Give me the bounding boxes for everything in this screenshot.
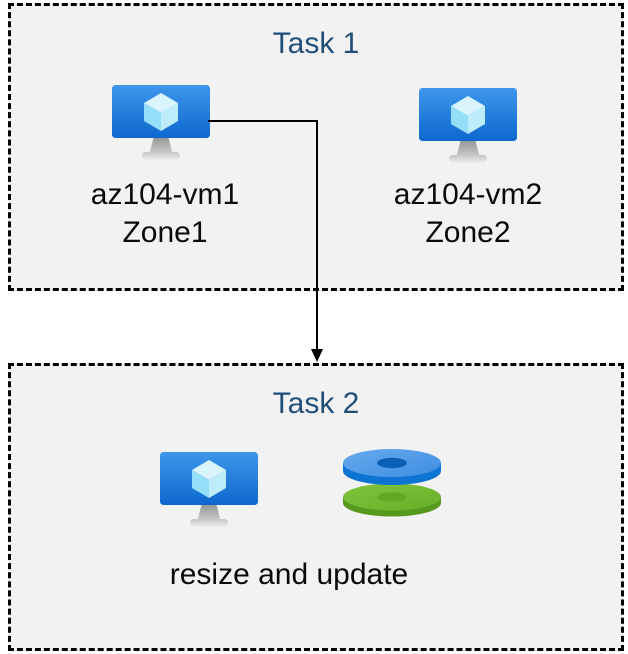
task2-caption: resize and update [169, 558, 409, 591]
vm2-label: az104-vm2 Zone2 [366, 176, 570, 252]
vm2-name: az104-vm2 [393, 178, 543, 211]
vm2-zone: Zone2 [425, 216, 511, 249]
vm1-zone: Zone1 [122, 216, 208, 249]
task1-group-box: Task 1 az104-vm1 Zone1 az104-vm2 Zone2 [8, 3, 624, 291]
virtual-machine-icon [112, 85, 210, 160]
task2-title: Task 2 [272, 387, 360, 420]
vm1-name: az104-vm1 [90, 178, 240, 211]
task2-group-box: Task 2 resize and update [8, 363, 624, 651]
virtual-machine-icon [419, 88, 517, 163]
task1-title: Task 1 [272, 27, 360, 60]
disks-icon [343, 449, 441, 517]
virtual-machine-icon [160, 452, 258, 527]
vm1-label: az104-vm1 Zone1 [63, 176, 267, 252]
